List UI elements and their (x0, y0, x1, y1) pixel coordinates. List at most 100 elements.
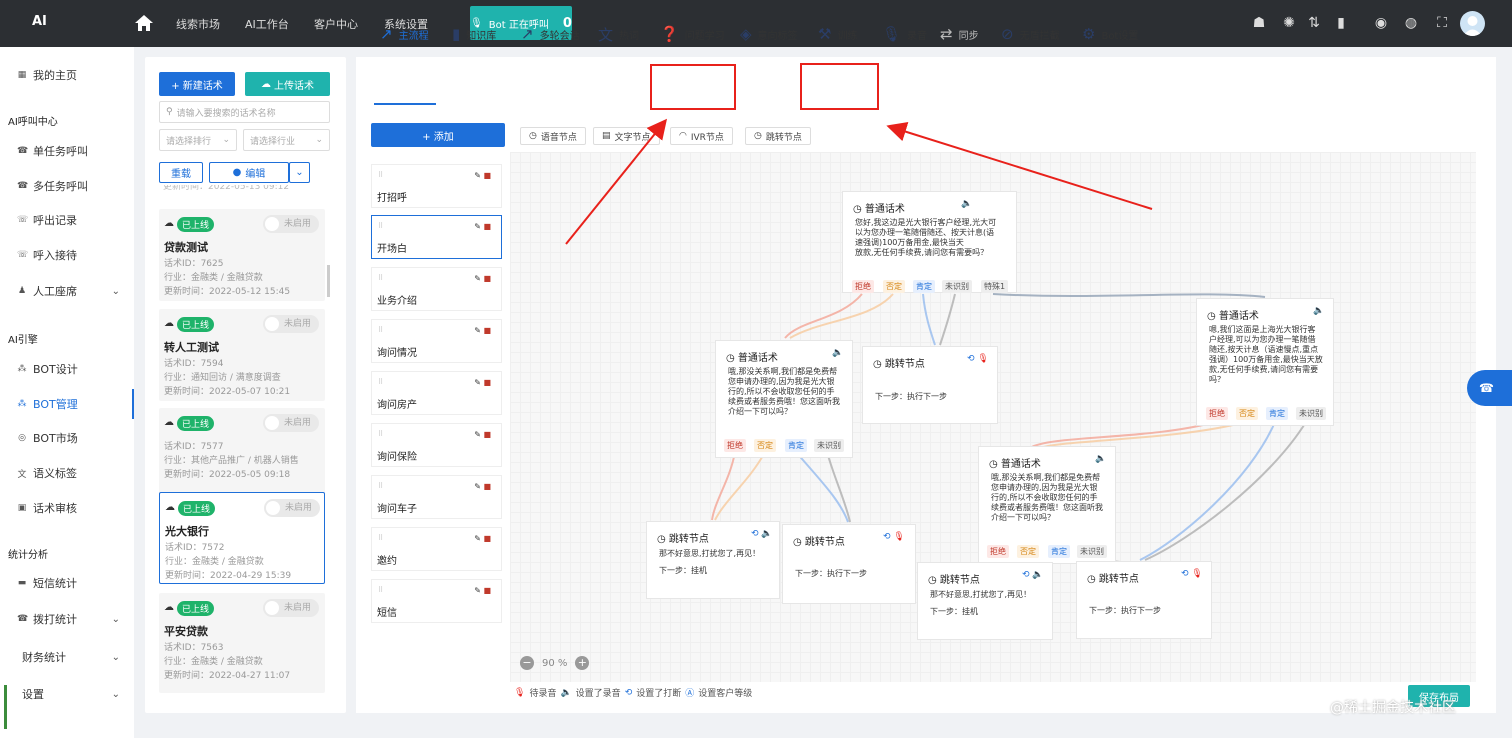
home-icon[interactable] (134, 13, 154, 33)
step-ask-car[interactable]: ⠿✎ ■询问车子 (371, 475, 502, 519)
sync-speaker-icons[interactable]: ⟲ 🔈 (1022, 570, 1044, 580)
flow-node-jump-3[interactable]: ◷ 跳转节点 ⟲ 🎙 下一步：执行下一步 (782, 524, 916, 604)
script-search-input[interactable]: ⚲请输入要搜索的话术名称 (159, 101, 330, 123)
globe-icon[interactable]: ◍ (1404, 15, 1418, 31)
nav-lead-market[interactable]: 线索市场 (176, 18, 220, 31)
zoom-in-button[interactable]: + (575, 656, 590, 670)
sidebar-item-semantic-tag[interactable]: 文语义标签 (17, 467, 77, 480)
branch-unknown[interactable]: 未识别 (1296, 407, 1326, 420)
node-type-text[interactable]: ▤文字节点 (593, 127, 660, 145)
nav-customer-center[interactable]: 客户中心 (314, 18, 358, 31)
nav-ai-workbench[interactable]: AI工作台 (245, 18, 289, 31)
flow-node-jump-2[interactable]: ◷ 跳转节点 ⟲ 🔈 那不好意思,打扰您了,再见！ 下一步：挂机 (646, 521, 780, 599)
sort-select[interactable]: 请选择排行⌄ (159, 129, 237, 151)
branch-deny[interactable]: 否定 (883, 280, 905, 293)
sidebar-item-finance-stats[interactable]: 财务统计⌄ (22, 651, 120, 664)
edit-delete-icons[interactable]: ✎ ■ (474, 326, 491, 335)
node-type-ivr[interactable]: ◠IVR节点 (670, 127, 733, 145)
drag-handle-icon[interactable]: ⠿ (378, 222, 384, 230)
enable-toggle[interactable]: 未启用 (263, 414, 319, 432)
reload-button[interactable]: 重载 (159, 162, 203, 183)
drag-handle-icon[interactable]: ⠿ (378, 171, 384, 179)
drag-handle-icon[interactable]: ⠿ (378, 274, 384, 282)
sidebar-item-bot-manage[interactable]: ⁂BOT管理 (0, 389, 134, 419)
drag-handle-icon[interactable]: ⠿ (378, 482, 384, 490)
speaker-icon[interactable]: 🔈 (1313, 306, 1325, 316)
robot-icon[interactable]: ☗ (1252, 15, 1266, 31)
edit-dropdown-button[interactable]: ⌄ (289, 162, 310, 183)
branch-reject[interactable]: 拒绝 (724, 439, 746, 452)
step-invite[interactable]: ⠿✎ ■邀约 (371, 527, 502, 571)
flow-node-jump-4[interactable]: ◷ 跳转节点 ⟲ 🔈 那不好意思,打扰您了,再见！ 下一步：挂机 (917, 562, 1053, 640)
sidebar-item-home[interactable]: ▦我的主页 (17, 69, 77, 82)
step-sms[interactable]: ⠿✎ ■短信 (371, 579, 502, 623)
sync-mic-icons[interactable]: ⟲ 🎙 (967, 354, 989, 364)
call-float-button[interactable]: ☎ (1467, 370, 1512, 406)
branch-unknown[interactable]: 未识别 (1077, 545, 1107, 558)
sync-speaker-icons[interactable]: ⟲ 🔈 (751, 529, 773, 539)
drag-handle-icon[interactable]: ⠿ (378, 586, 384, 594)
bot-calling-button[interactable]: 🎙 Bot 正在呼叫 0 (470, 6, 572, 40)
branch-unknown[interactable]: 未识别 (814, 439, 844, 452)
step-opening[interactable]: ⠿✎ ■开场白 (371, 215, 502, 259)
script-card-7625[interactable]: ☁ 已上线 未启用 贷款测试 话术ID：7625 行业：金融类 / 金融贷款 更… (159, 209, 325, 301)
sidebar-item-inbound[interactable]: ☏呼入接待 (17, 249, 77, 262)
enable-toggle[interactable]: 未启用 (263, 599, 319, 617)
industry-select[interactable]: 请选择行业⌄ (243, 129, 330, 151)
tab-recording[interactable]: 🎙录音 (882, 25, 928, 43)
zoom-out-button[interactable]: − (520, 656, 534, 670)
flow-node-jump-1[interactable]: ◷ 跳转节点 ⟲ 🎙 下一步：执行下一步 (862, 346, 998, 424)
branch-unknown[interactable]: 未识别 (942, 280, 972, 293)
fullscreen-icon[interactable]: ⛶ (1437, 15, 1447, 31)
speaker-icon[interactable]: 🔈 (832, 348, 844, 358)
enable-toggle[interactable]: 未启用 (263, 315, 319, 333)
drag-handle-icon[interactable]: ⠿ (378, 326, 384, 334)
branch-affirm[interactable]: 肯定 (1048, 545, 1070, 558)
flow-node-normal-2[interactable]: ◷ 普通话术 🔈 嗯,我们这面是上海光大银行客 户经理,可以为您办理一笔随借 随… (1196, 298, 1334, 426)
edit-delete-icons[interactable]: ✎ ■ (474, 482, 491, 491)
step-greeting[interactable]: ⠿✎ ■打招呼 (371, 164, 502, 208)
nav-system-settings[interactable]: 系统设置 (384, 18, 428, 31)
compass-icon[interactable]: ◉ (1374, 15, 1388, 31)
script-card-7563[interactable]: ☁ 已上线 未启用 平安贷款 话术ID：7563 行业：金融类 / 金融贷款 更… (159, 593, 325, 693)
branch-special[interactable]: 特殊1 (981, 280, 1009, 293)
flow-node-normal-4[interactable]: ◷ 普通话术 🔈 哦,那没关系啊,我们都是免费帮 您申请办理的,因为我是光大银 … (978, 446, 1116, 564)
script-card-7572[interactable]: ☁ 已上线 未启用 光大银行 话术ID：7572 行业：金融类 / 金融贷款 更… (159, 492, 325, 584)
branch-reject[interactable]: 拒绝 (987, 545, 1009, 558)
edit-delete-icons[interactable]: ✎ ■ (474, 586, 491, 595)
tab-question-learning[interactable]: ❓问题学习 (660, 25, 725, 43)
sort-icon[interactable]: ⇅ (1308, 15, 1320, 31)
step-ask-insurance[interactable]: ⠿✎ ■询问保险 (371, 423, 502, 467)
sync-mic-icons[interactable]: ⟲ 🎙 (1181, 569, 1203, 579)
save-layout-button[interactable]: 保存布局 (1408, 685, 1470, 707)
node-type-jump[interactable]: ◷跳转节点 (745, 127, 811, 145)
tab-multi-turn[interactable]: ↗多轮会话 (521, 25, 580, 43)
edit-button[interactable]: ●编辑 (209, 162, 289, 183)
sidebar-item-outbound-log[interactable]: ☏呼出记录 (17, 214, 77, 227)
edit-delete-icons[interactable]: ✎ ■ (474, 171, 491, 180)
branch-deny[interactable]: 否定 (1236, 407, 1258, 420)
tab-sync[interactable]: ⇄同步 (940, 25, 979, 43)
edit-delete-icons[interactable]: ✎ ■ (474, 430, 491, 439)
upload-script-button[interactable]: ☁上传话术 (245, 72, 330, 96)
flow-node-normal-3[interactable]: ◷ 普通话术 🔈 哦,那没关系啊,我们都是免费帮 您申请办理的,因为我是光大银 … (715, 340, 853, 458)
tab-intent-tags[interactable]: ◈意向标签 (740, 25, 798, 43)
tab-bot-settings[interactable]: ⚙Bot设置 (1082, 25, 1139, 43)
tab-shield-block[interactable]: ⊘无盾拦截 (1001, 25, 1060, 43)
script-card-7594[interactable]: ☁ 已上线 未启用 转人工测试 话术ID：7594 行业：通知回访 / 满意度调… (159, 309, 325, 401)
branch-affirm[interactable]: 肯定 (913, 280, 935, 293)
edit-delete-icons[interactable]: ✎ ■ (474, 534, 491, 543)
sidebar-item-script-review[interactable]: ▣话术审核 (17, 502, 77, 515)
add-step-button[interactable]: + 添加 (371, 123, 505, 147)
speaker-icon[interactable]: 🔈 (1095, 454, 1107, 464)
branch-deny[interactable]: 否定 (1017, 545, 1039, 558)
tab-main-flow[interactable]: ↗主流程 (380, 25, 429, 43)
sidebar-item-agent-seat[interactable]: ♟人工座席⌄ (17, 285, 120, 298)
sidebar-item-bot-market[interactable]: ◎BOT市场 (18, 432, 78, 445)
tab-training[interactable]: ⚒训练 (818, 25, 858, 43)
flow-node-normal-1[interactable]: ◷ 普通话术 🔈 您好,我这边是光大银行客户经理,光大可 以为您办理一笔随借随还… (842, 191, 1017, 293)
sidebar-item-sms-stats[interactable]: ▬短信统计 (17, 577, 77, 590)
sidebar-item-dial-stats[interactable]: ☎拨打统计⌄ (17, 613, 120, 626)
branch-deny[interactable]: 否定 (754, 439, 776, 452)
flow-node-jump-5[interactable]: ◷ 跳转节点 ⟲ 🎙 下一步：执行下一步 (1076, 561, 1212, 639)
